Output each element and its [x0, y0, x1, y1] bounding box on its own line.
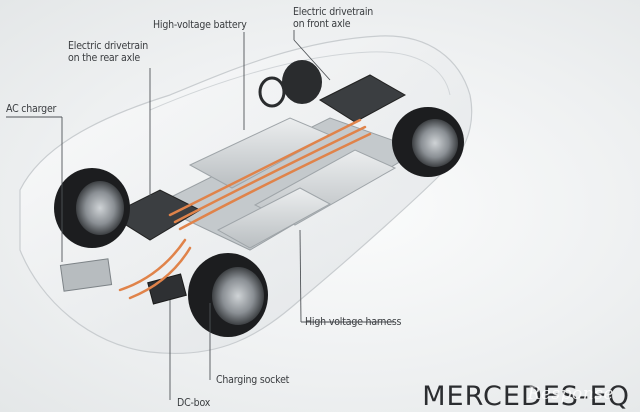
leader-lines: [6, 30, 394, 400]
label-rear-drivetrain: Electric drivetrain on the rear axle: [68, 40, 149, 64]
watermark-text: Response: [527, 384, 614, 404]
battery-module-rear: [216, 187, 332, 249]
label-high-voltage-battery: High-voltage battery: [153, 19, 247, 31]
label-dc-box: DC-box: [177, 397, 211, 409]
label-ac-charger: AC charger: [6, 103, 57, 115]
wheel-front-left: [282, 60, 322, 104]
ac-charger-unit: [59, 258, 113, 292]
wheel-rear-left: [54, 168, 130, 248]
front-drivetrain: [318, 74, 407, 123]
car-roof-outline: [149, 51, 451, 111]
label-charging-socket: Charging socket: [216, 374, 290, 386]
label-high-voltage-harness: High-voltage harness: [305, 316, 402, 328]
wheel-rear-right: [188, 253, 268, 337]
high-voltage-harness-cables: [118, 118, 372, 300]
brand-logo-text: MERCEDES-EQ: [422, 381, 630, 412]
label-front-drivetrain: Electric drivetrain on front axle: [293, 6, 374, 30]
wheel-front-right: [392, 107, 464, 177]
steering-wheel: [258, 76, 286, 108]
